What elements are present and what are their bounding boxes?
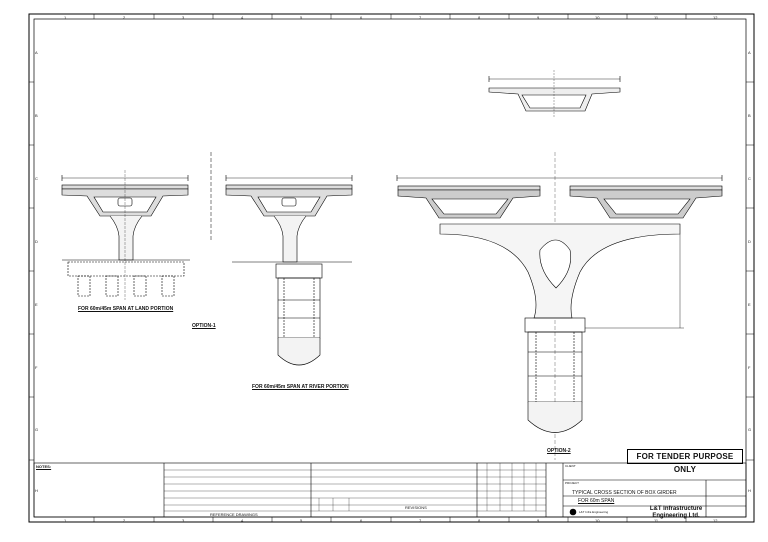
grid-col-1: 1 bbox=[64, 15, 67, 20]
inner-border bbox=[33, 18, 747, 518]
grid-row-right-h: H bbox=[748, 488, 751, 493]
grid-col-9: 9 bbox=[537, 15, 540, 20]
grid-col-bottom-9: 9 bbox=[537, 518, 540, 523]
option2-section bbox=[396, 152, 723, 460]
grid-col-11: 11 bbox=[654, 15, 659, 20]
grid-col-bottom-1: 1 bbox=[64, 518, 67, 523]
grid-col-bottom-11: 11 bbox=[654, 518, 659, 523]
land-portion-section bbox=[61, 170, 190, 300]
grid-row-d: D bbox=[35, 239, 38, 244]
revisions-heading: REVISIONS bbox=[405, 505, 427, 510]
grid-col-bottom-7: 7 bbox=[419, 518, 422, 523]
grid-row-b: B bbox=[35, 113, 38, 118]
grid-col-bottom-8: 8 bbox=[478, 518, 481, 523]
grid-col-4: 4 bbox=[241, 15, 244, 20]
grid-col-6: 6 bbox=[360, 15, 363, 20]
grid-row-a: A bbox=[35, 50, 38, 55]
client-label: CLIENT bbox=[565, 464, 576, 468]
grid-col-3: 3 bbox=[182, 15, 185, 20]
grid-col-10: 10 bbox=[595, 15, 600, 20]
river-portion-label: FOR 60m/45m SPAN AT RIVER PORTION bbox=[252, 384, 349, 390]
grid-row-right-g: G bbox=[748, 427, 752, 432]
grid-col-12: 12 bbox=[713, 15, 718, 20]
grid-col-bottom-10: 10 bbox=[595, 518, 600, 523]
grid-row-right-a: A bbox=[748, 50, 751, 55]
drawing-title-line1: TYPICAL CROSS SECTION OF BOX GIRDER bbox=[572, 490, 677, 496]
reference-drawings-heading: REFERENCE DRAWINGS bbox=[210, 512, 258, 517]
title-block bbox=[33, 462, 747, 518]
grid-col-bottom-5: 5 bbox=[300, 518, 303, 523]
grid-row-right-f: F bbox=[748, 365, 751, 370]
grid-col-bottom-4: 4 bbox=[241, 518, 244, 523]
tender-stamp: FOR TENDER PURPOSE ONLY bbox=[627, 449, 743, 474]
option2-label: OPTION-2 bbox=[547, 448, 571, 454]
drawing-title-line2: FOR 60m SPAN bbox=[578, 498, 615, 504]
top-box-girder bbox=[488, 70, 621, 118]
grid-col-bottom-12: 12 bbox=[713, 518, 718, 523]
land-portion-label: FOR 60m/45m SPAN AT LAND PORTION bbox=[78, 306, 174, 312]
grid-row-e: E bbox=[35, 302, 38, 307]
company-name: L&T Infrastructure Engineering Ltd. bbox=[649, 506, 703, 519]
grid-col-7: 7 bbox=[419, 15, 422, 20]
grid-row-c: C bbox=[35, 176, 38, 181]
grid-row-f: F bbox=[35, 365, 38, 370]
grid-col-8: 8 bbox=[478, 15, 481, 20]
outer-border bbox=[28, 13, 755, 523]
grid-row-right-e: E bbox=[748, 302, 751, 307]
grid-col-5: 5 bbox=[300, 15, 303, 20]
grid-row-right-c: C bbox=[748, 176, 751, 181]
grid-col-2: 2 bbox=[123, 15, 126, 20]
notes-heading: NOTES: bbox=[36, 464, 52, 469]
grid-col-bottom-3: 3 bbox=[182, 518, 185, 523]
project-label: PROJECT bbox=[565, 481, 580, 485]
grid-row-right-b: B bbox=[748, 113, 751, 118]
grid-row-h: H bbox=[35, 488, 38, 493]
river-portion-section bbox=[225, 175, 353, 366]
grid-col-bottom-6: 6 bbox=[360, 518, 363, 523]
grid-row-g: G bbox=[35, 427, 39, 432]
grid-ticks bbox=[29, 14, 754, 522]
company-short-label: L&T Infra Engineering bbox=[579, 510, 609, 514]
option1-label: OPTION-1 bbox=[192, 323, 216, 329]
grid-row-right-d: D bbox=[748, 239, 751, 244]
grid-col-bottom-2: 2 bbox=[123, 518, 126, 523]
